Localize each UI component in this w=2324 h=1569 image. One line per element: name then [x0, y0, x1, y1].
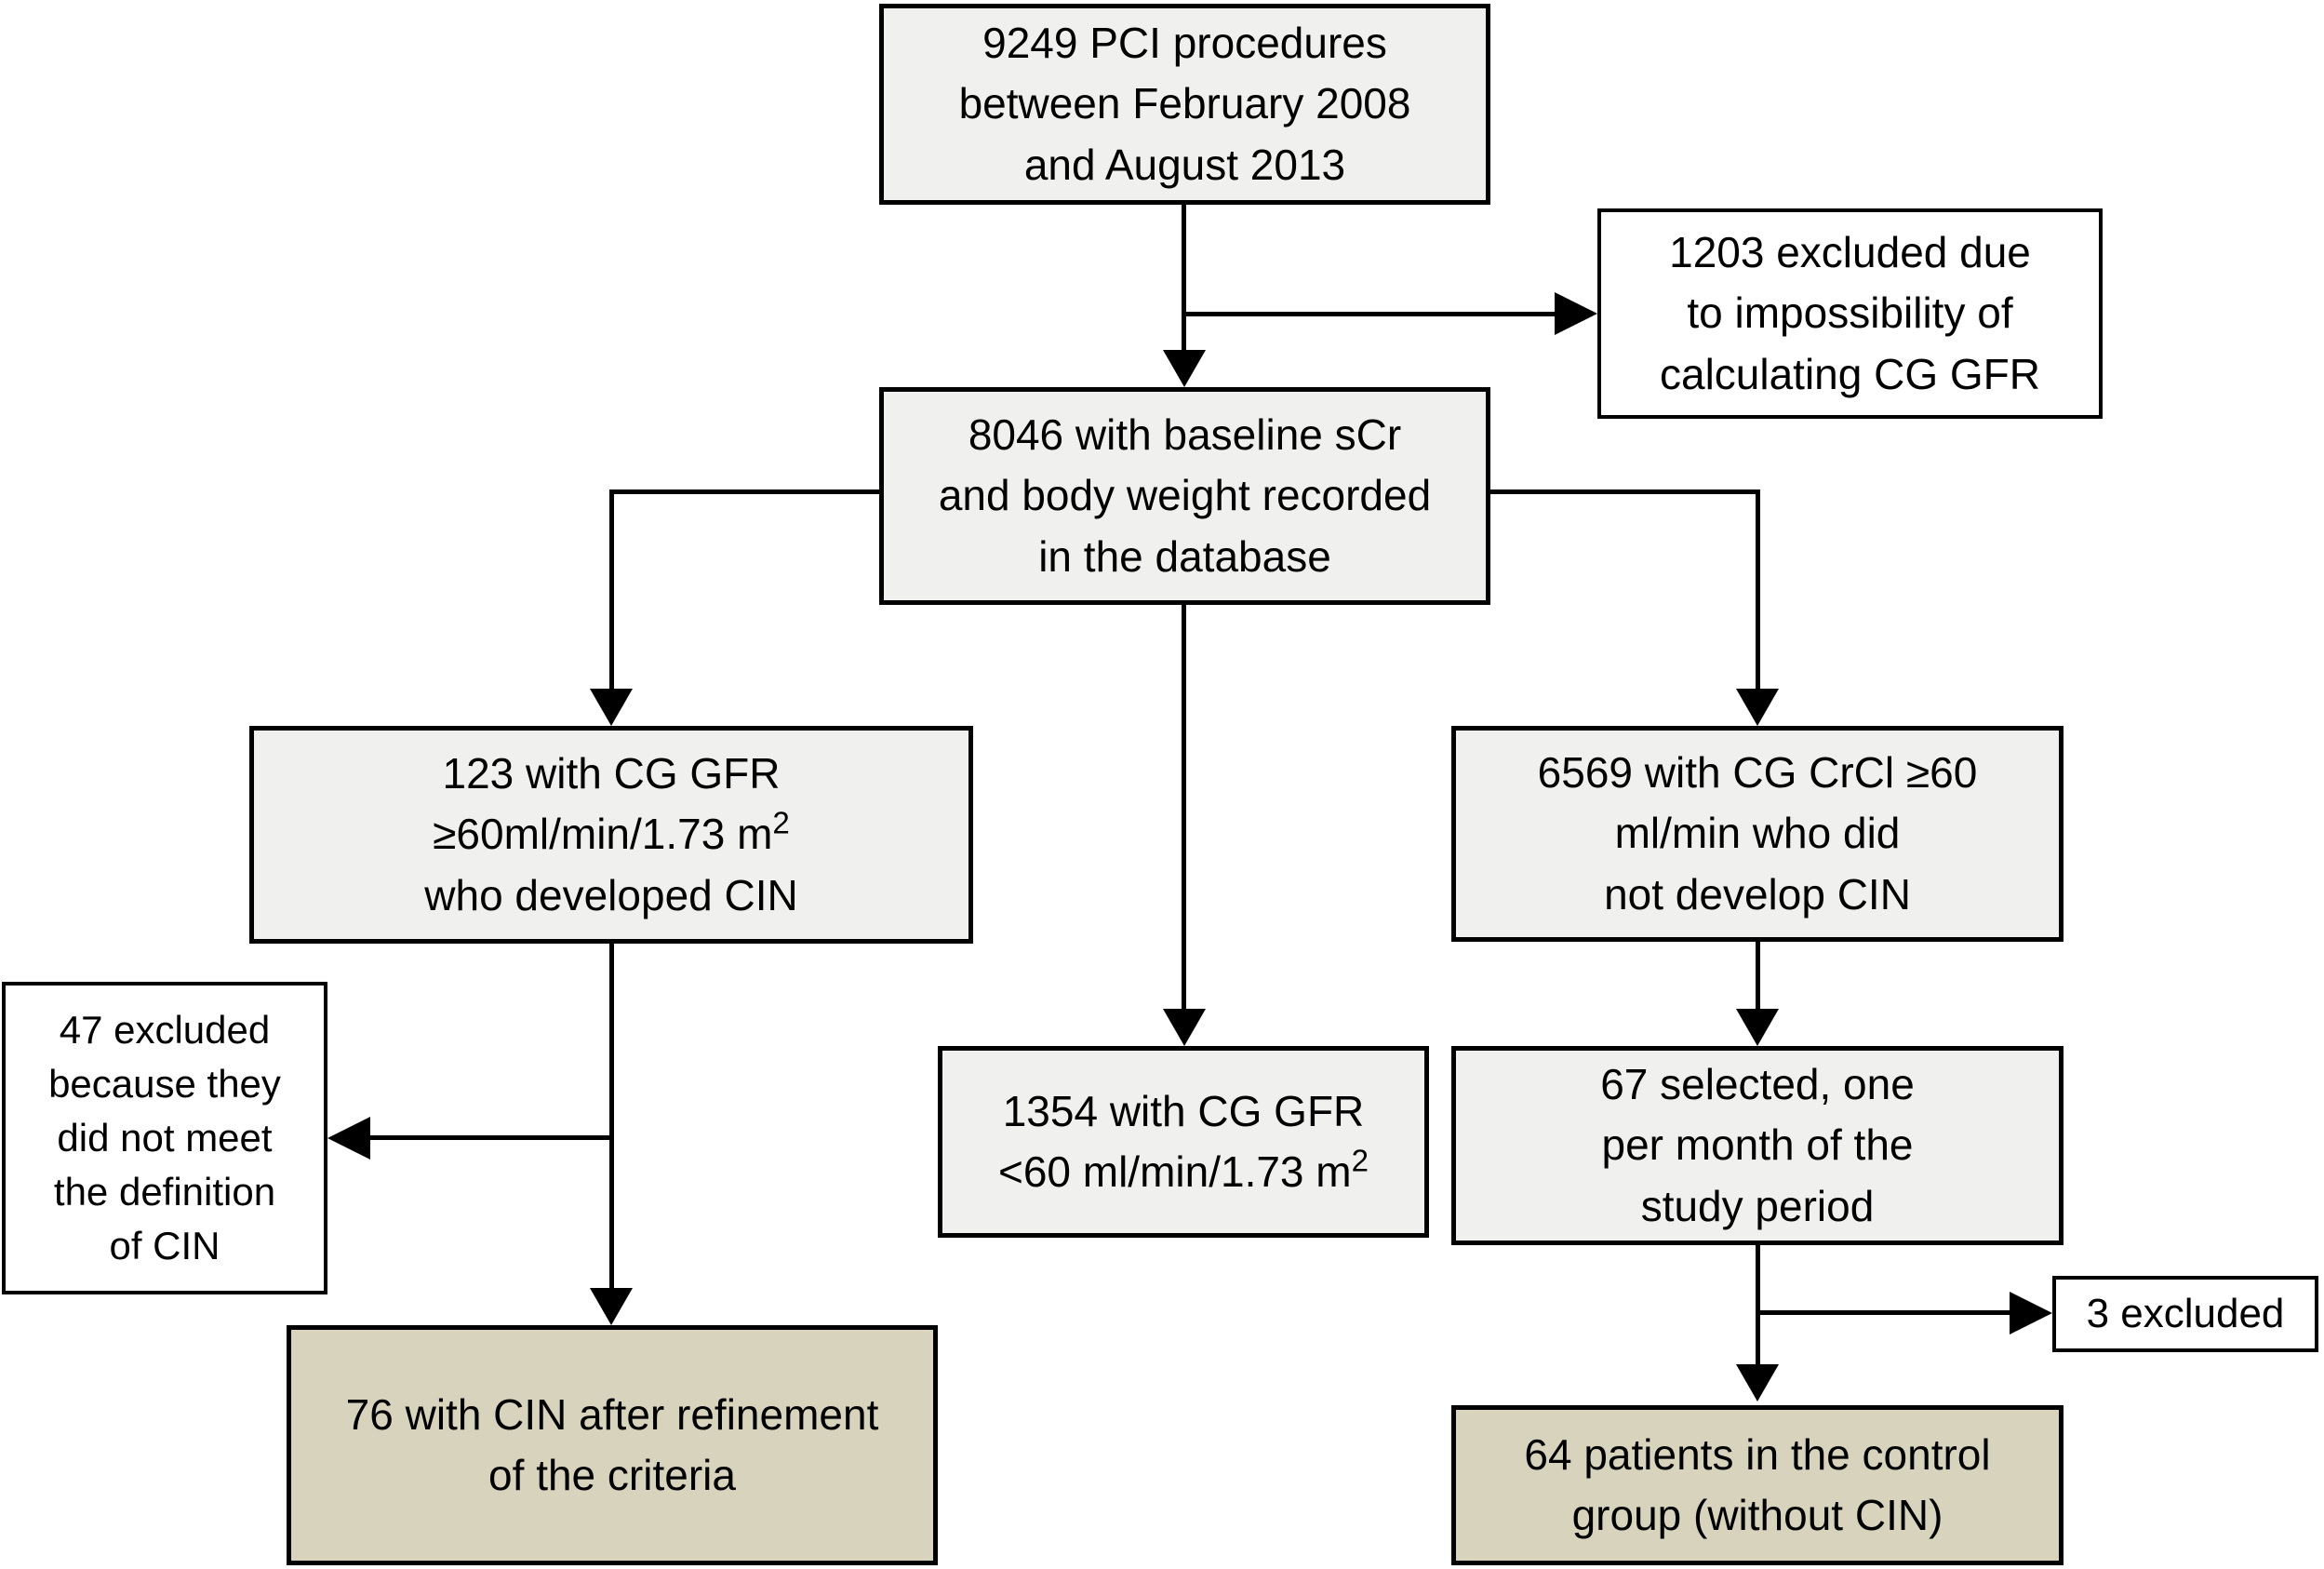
superscript-2: 2 [1351, 1144, 1369, 1179]
box-text-line: in the database [1038, 531, 1331, 581]
box-cin-after-refinement: 76 with CIN after refinement of the crit… [287, 1325, 938, 1565]
flow-arrowhead-down [590, 1288, 633, 1325]
box-text-line: 1354 with CG GFR [1002, 1086, 1365, 1135]
connector-cin-to-refined [609, 944, 614, 1288]
box-text-line: the definition [53, 1169, 276, 1214]
box-excluded-cin-definition: 47 excluded because they did not meet th… [2, 982, 327, 1294]
box-text-line: 76 with CIN after refinement [345, 1389, 879, 1439]
connector-baseline-to-cin-h [609, 489, 879, 494]
box-text-line: calculating CG GFR [1659, 349, 2040, 398]
box-text-line: study period [1640, 1181, 1875, 1230]
connector-baseline-to-cin-v [609, 489, 614, 691]
connector-to-excluded-gfr [1182, 312, 1555, 316]
box-text-line: because they [48, 1062, 281, 1106]
box-no-cin-crcl-over-60: 6569 with CG CrCl ≥60 ml/min who did not… [1451, 726, 2064, 942]
connector-baseline-to-nocin-h [1490, 489, 1760, 494]
flow-arrowhead-down [1163, 1009, 1206, 1046]
box-text-line: 123 with CG GFR [442, 749, 781, 798]
box-text-line: ml/min who did [1614, 809, 1901, 858]
box-text-line: of the criteria [488, 1451, 736, 1499]
box-text-line: ≥60ml/min/1.73 m2 [433, 804, 790, 865]
flow-arrowhead-down [1736, 1364, 1779, 1401]
box-cin-gfr-over-60: 123 with CG GFR ≥60ml/min/1.73 m2 who de… [249, 726, 973, 944]
box-text-line: <60 ml/min/1.73 m2 [998, 1142, 1369, 1202]
box-text-line: who developed CIN [424, 870, 798, 919]
box-pci-procedures: 9249 PCI procedures between February 200… [879, 4, 1490, 205]
box-text-line: 3 excluded [2086, 1290, 2285, 1336]
box-text-line: of CIN [109, 1223, 220, 1267]
box-text-line: 8046 with baseline sCr [968, 410, 1402, 460]
connector-nocin-to-selected [1756, 942, 1760, 1009]
flow-arrowhead-right [1555, 292, 1597, 335]
box-text-line: and August 2013 [1023, 140, 1346, 189]
box-text-line: 67 selected, one [1600, 1060, 1915, 1109]
box-baseline-scr: 8046 with baseline sCr and body weight r… [879, 387, 1490, 605]
superscript-2: 2 [772, 807, 790, 842]
connector-procedures-to-baseline [1182, 205, 1186, 354]
flow-arrowhead-right [2010, 1292, 2052, 1334]
flow-arrowhead-down [1736, 1009, 1779, 1046]
connector-baseline-to-nocin-v [1756, 489, 1760, 691]
box-text-line: 1203 excluded due [1669, 228, 2031, 277]
box-cg-gfr-under-60: 1354 with CG GFR <60 ml/min/1.73 m2 [938, 1046, 1429, 1238]
box-text-line: and body weight recorded [938, 471, 1432, 520]
box-text-segment: ≥60ml/min/1.73 m [433, 810, 773, 859]
box-text-line: per month of the [1601, 1120, 1914, 1170]
connector-selected-to-control [1756, 1245, 1760, 1366]
box-text-line: between February 2008 [958, 79, 1411, 128]
connector-to-excluded-three [1756, 1310, 2011, 1315]
box-excluded-cg-gfr: 1203 excluded due to impossibility of ca… [1597, 208, 2103, 419]
box-text-line: 6569 with CG CrCl ≥60 [1537, 748, 1978, 798]
box-excluded-3: 3 excluded [2052, 1276, 2318, 1352]
box-text-line: did not meet [57, 1116, 273, 1160]
box-text-line: group (without CIN) [1571, 1491, 1943, 1539]
box-text-line: not develop CIN [1604, 869, 1911, 919]
flow-arrowhead-down [1736, 689, 1779, 726]
box-text-line: to impossibility of [1687, 288, 2013, 338]
connector-to-excluded-definition [370, 1135, 614, 1140]
box-text-line: 9249 PCI procedures [982, 19, 1387, 68]
box-selected-per-month: 67 selected, one per month of the study … [1451, 1046, 2064, 1245]
flow-arrowhead-down [590, 689, 633, 726]
connector-baseline-to-lowgfr [1182, 605, 1186, 1009]
flow-arrowhead-left [327, 1117, 370, 1160]
box-text-line: 64 patients in the control [1524, 1429, 1991, 1479]
box-text-segment: <60 ml/min/1.73 m [997, 1147, 1352, 1196]
box-control-group: 64 patients in the control group (withou… [1451, 1405, 2064, 1565]
flow-arrowhead-down [1163, 350, 1206, 387]
box-text-line: 47 excluded [59, 1008, 271, 1053]
